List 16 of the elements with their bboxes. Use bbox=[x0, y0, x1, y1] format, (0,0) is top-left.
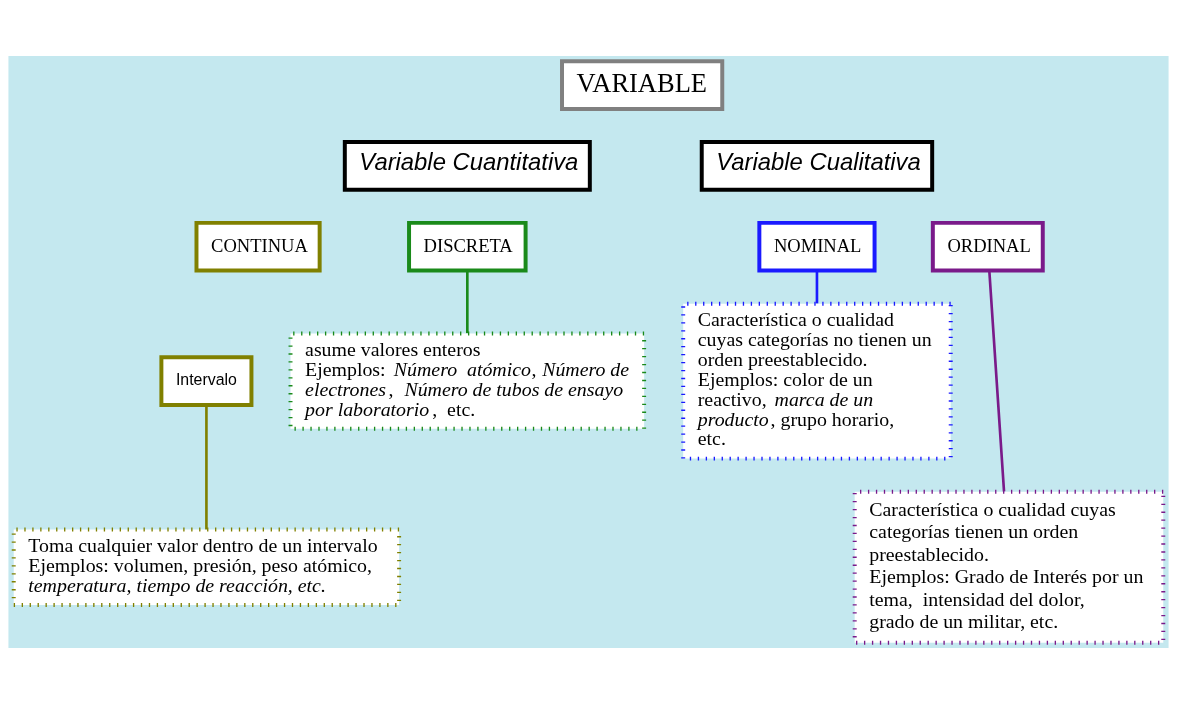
node-box: DISCRETA bbox=[407, 220, 528, 273]
node-box: VARIABLE bbox=[560, 59, 725, 111]
node-box: Toma cualquier valor dentro de un intervalo Ejemplos: volumen, presión, peso atómico, temperatura, tiempo de reacción, etc. bbox=[11, 527, 402, 607]
node-box: Variable Cuantitativa bbox=[342, 140, 592, 192]
connector bbox=[988, 270, 1006, 492]
node-box: Característica o cualidad cuyas categorías tienen un orden preestablecido. Ejemplos: Grado de Interés por un tema, intensidad del dolor, grado de un militar, etc. bbox=[852, 489, 1166, 645]
connector bbox=[205, 405, 208, 530]
node-box: Variable Cualitativa bbox=[699, 140, 935, 192]
node-box: ORDINAL bbox=[930, 220, 1045, 273]
connector bbox=[815, 271, 819, 304]
node-box: Característica o cualidad cuyas categorías no tienen un orden preestablecido. Ejemplos: color de un reactivo, marca de un producto, grupo horario, etc. bbox=[681, 301, 953, 461]
connector bbox=[466, 271, 469, 334]
node-box: Intervalo bbox=[159, 355, 254, 407]
node-box: CONTINUA bbox=[194, 220, 322, 273]
node-box: NOMINAL bbox=[757, 220, 877, 273]
node-box: asume valores enteros Ejemplos: Número atómico, Número de electrones, Número de tubos de ensayo por laboratorio, etc. bbox=[288, 331, 647, 431]
